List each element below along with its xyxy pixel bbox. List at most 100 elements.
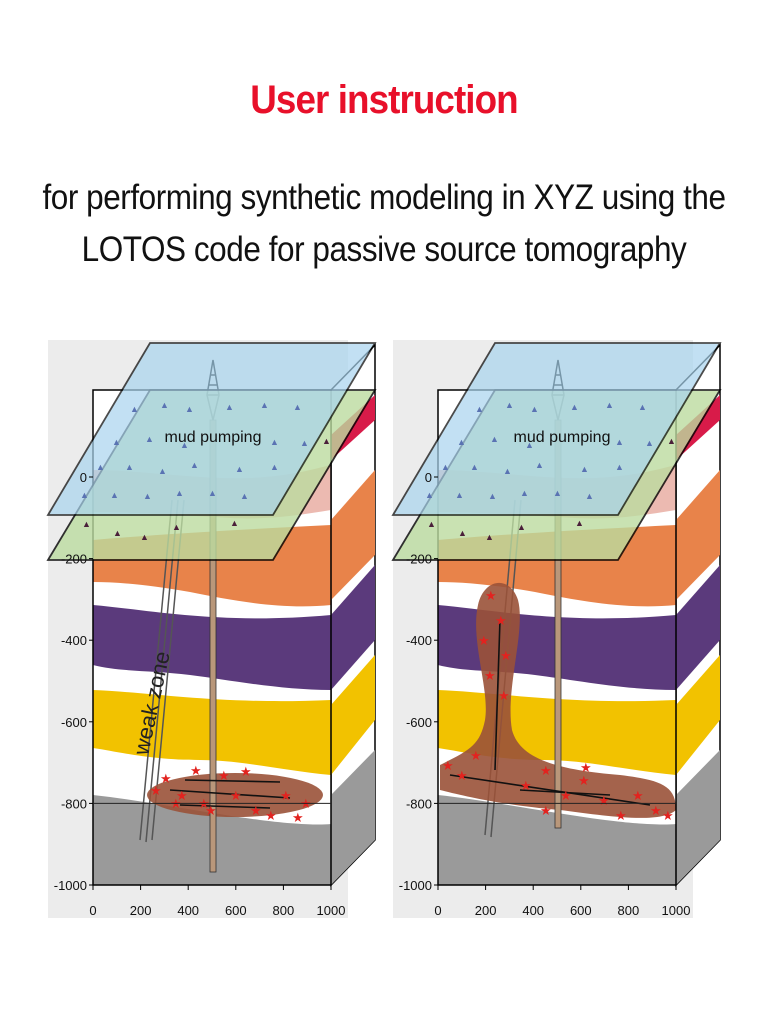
svg-text:▲: ▲	[615, 462, 624, 472]
svg-text:★: ★	[150, 783, 162, 798]
left-flow-arrow-1	[169, 789, 291, 799]
left-x-tick-label: 600	[225, 903, 247, 918]
right-block-diagram: ★★★★ ★★★★ ★★★★ ★★★★ ★★★★ ▲▲▲▲ ▲▲▲▲ ▲▲▲▲ …	[391, 342, 722, 918]
left-side-yellow-layer	[331, 655, 375, 775]
svg-text:★: ★	[650, 803, 662, 818]
right-seismic-events: ★★★★ ★★★★ ★★★★ ★★★★ ★★★★	[442, 588, 674, 823]
right-depth-tick-label: -200	[406, 552, 432, 567]
svg-text:★: ★	[560, 788, 572, 803]
svg-text:▲: ▲	[638, 402, 647, 412]
svg-text:▲: ▲	[80, 490, 89, 500]
right-depth-tick-label: -800	[406, 796, 432, 811]
svg-text:★: ★	[250, 803, 262, 818]
right-gray-base	[438, 795, 676, 885]
svg-text:★: ★	[500, 648, 512, 663]
left-depth-tick-label: -1000	[54, 878, 87, 893]
svg-text:▲: ▲	[503, 466, 512, 476]
svg-text:★: ★	[580, 760, 592, 775]
svg-text:▲: ▲	[517, 522, 526, 532]
svg-text:▲: ▲	[585, 491, 594, 501]
left-depth-tick-label: -400	[61, 633, 87, 648]
svg-text:★: ★	[540, 763, 552, 778]
right-mud-pumping-label: mud pumping	[514, 429, 611, 446]
left-mud-pumping-label: mud pumping	[165, 429, 262, 446]
block-diagrams-figure: ★★★ ★★★ ★★★ ★★★ ★★★ ▲▲▲▲ ▲▲▲▲ ▲▲▲▲ ▲▲▲▲ …	[46, 340, 722, 918]
svg-text:▲: ▲	[457, 437, 466, 447]
right-depth-tick-label: -600	[406, 715, 432, 730]
page-title: User instruction	[250, 78, 518, 122]
svg-text:▲: ▲	[553, 488, 562, 498]
left-sky-surface-plane	[46, 342, 377, 516]
svg-text:▲: ▲	[125, 462, 134, 472]
svg-text:★: ★	[442, 758, 454, 773]
left-flow-arrow-2	[184, 779, 281, 783]
left-block-diagram: ★★★ ★★★ ★★★ ★★★ ★★★ ▲▲▲▲ ▲▲▲▲ ▲▲▲▲ ▲▲▲▲ …	[46, 342, 377, 918]
page-subtitle: for performing synthetic modeling in XYZ…	[0, 172, 768, 276]
right-side-purple-layer	[676, 565, 720, 690]
svg-text:▲: ▲	[458, 528, 467, 538]
right-x-tick-label: 600	[570, 903, 592, 918]
svg-text:▲: ▲	[180, 440, 189, 450]
right-depth-tick-label: 0	[425, 470, 432, 485]
svg-text:▲: ▲	[300, 438, 309, 448]
svg-text:★: ★	[470, 748, 482, 763]
svg-text:★: ★	[520, 778, 532, 793]
right-flow-arrow-3	[519, 789, 611, 796]
left-side-gray-base	[331, 750, 375, 885]
left-x-tick-label: 800	[273, 903, 295, 918]
left-depth-tick-label: 0	[80, 470, 87, 485]
svg-text:★: ★	[190, 763, 202, 778]
svg-text:★: ★	[280, 788, 292, 803]
svg-text:▲: ▲	[160, 400, 169, 410]
svg-text:★: ★	[498, 688, 510, 703]
svg-text:▲: ▲	[230, 518, 239, 528]
right-side-yellow-layer	[676, 655, 720, 775]
svg-text:★: ★	[495, 613, 507, 628]
svg-text:▲: ▲	[158, 466, 167, 476]
svg-text:▲: ▲	[485, 532, 494, 542]
left-depth-tick-label: -600	[61, 715, 87, 730]
left-x-tick-label: 0	[89, 903, 96, 918]
svg-text:▲: ▲	[470, 462, 479, 472]
svg-text:▲: ▲	[270, 462, 279, 472]
svg-text:★: ★	[205, 803, 217, 818]
svg-text:▲: ▲	[605, 400, 614, 410]
left-dark-stations: ▲ ▲ ▲ ▲ ▲ ▲	[82, 436, 331, 542]
right-sky-surface-plane	[391, 342, 722, 516]
svg-text:★: ★	[292, 810, 304, 825]
svg-text:▲: ▲	[172, 522, 181, 532]
svg-text:▲: ▲	[140, 532, 149, 542]
left-blue-stations: ▲▲▲▲ ▲▲▲▲ ▲▲▲▲ ▲▲▲▲ ▲▲▲▲ ▲▲▲	[80, 400, 309, 501]
svg-text:▲: ▲	[112, 437, 121, 447]
svg-text:▲: ▲	[175, 488, 184, 498]
svg-text:★: ★	[598, 793, 610, 808]
svg-text:▲: ▲	[322, 436, 331, 446]
svg-text:▲: ▲	[615, 437, 624, 447]
svg-text:▲: ▲	[490, 434, 499, 444]
svg-text:▲: ▲	[575, 518, 584, 528]
right-side-orange-layer	[676, 470, 720, 600]
right-flow-arrow-1	[449, 774, 651, 806]
subtitle-line-1: for performing synthetic modeling in XYZ…	[42, 178, 726, 217]
svg-text:▲: ▲	[130, 404, 139, 414]
right-depth-tick-label: -1000	[399, 878, 432, 893]
left-side-orange-layer	[331, 470, 375, 600]
svg-text:★: ★	[218, 768, 230, 783]
svg-text:★: ★	[632, 788, 644, 803]
svg-text:★: ★	[540, 803, 552, 818]
right-depth-tick-label: -400	[406, 633, 432, 648]
right-x-tick-label: 200	[475, 903, 497, 918]
subtitle-line-2: LOTOS code for passive source tomography	[81, 230, 687, 269]
left-depth-tick-label: -800	[61, 796, 87, 811]
svg-text:▲: ▲	[580, 464, 589, 474]
left-x-tick-label: 200	[130, 903, 152, 918]
svg-text:★: ★	[485, 588, 497, 603]
left-flow-arrow-3	[179, 804, 271, 809]
right-x-tick-label: 400	[522, 903, 544, 918]
svg-text:▲: ▲	[110, 490, 119, 500]
svg-text:★: ★	[615, 808, 627, 823]
svg-text:▲: ▲	[293, 402, 302, 412]
svg-text:★: ★	[230, 788, 242, 803]
right-dark-stations: ▲ ▲ ▲ ▲ ▲ ▲	[427, 436, 676, 542]
